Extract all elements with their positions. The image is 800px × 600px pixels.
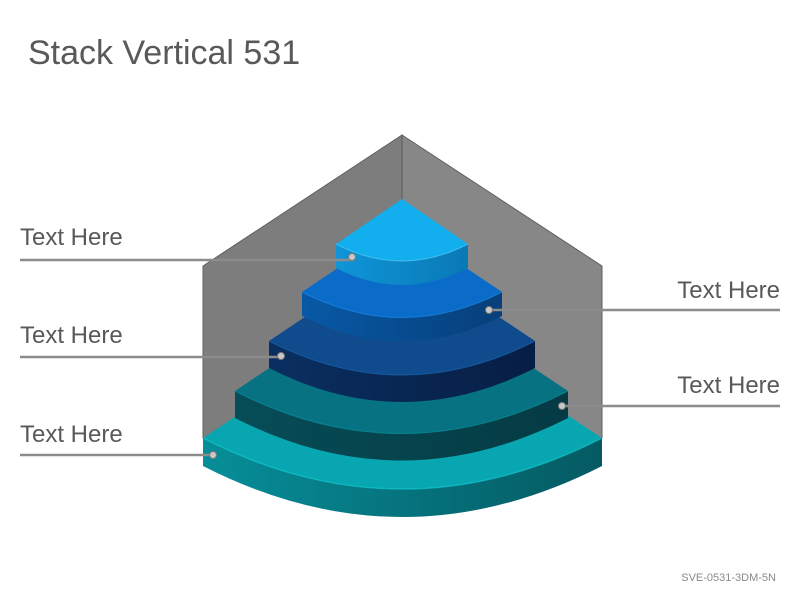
leader-dot-2 (485, 306, 493, 314)
label-level-1: Text Here (20, 224, 123, 251)
level-1-top (336, 199, 468, 261)
leader-dot-1 (348, 253, 356, 261)
level-3-side (269, 341, 535, 402)
level-2-side (302, 292, 502, 342)
label-level-3: Text Here (20, 322, 123, 349)
level-4-side (235, 391, 568, 461)
leader-dot-3 (277, 352, 285, 360)
leader-dots (209, 253, 566, 459)
leader-dot-4 (558, 402, 566, 410)
level-5-side (203, 438, 602, 517)
label-level-4: Text Here (677, 372, 780, 399)
stack-level-1 (335, 199, 469, 285)
leader-dot-5 (209, 451, 217, 459)
page-title: Stack Vertical 531 (28, 34, 301, 72)
level-1-side (336, 244, 468, 285)
label-level-5: Text Here (20, 421, 123, 448)
slide-code: SVE-0531-3DM-5N (681, 572, 776, 584)
label-level-2: Text Here (677, 277, 780, 304)
